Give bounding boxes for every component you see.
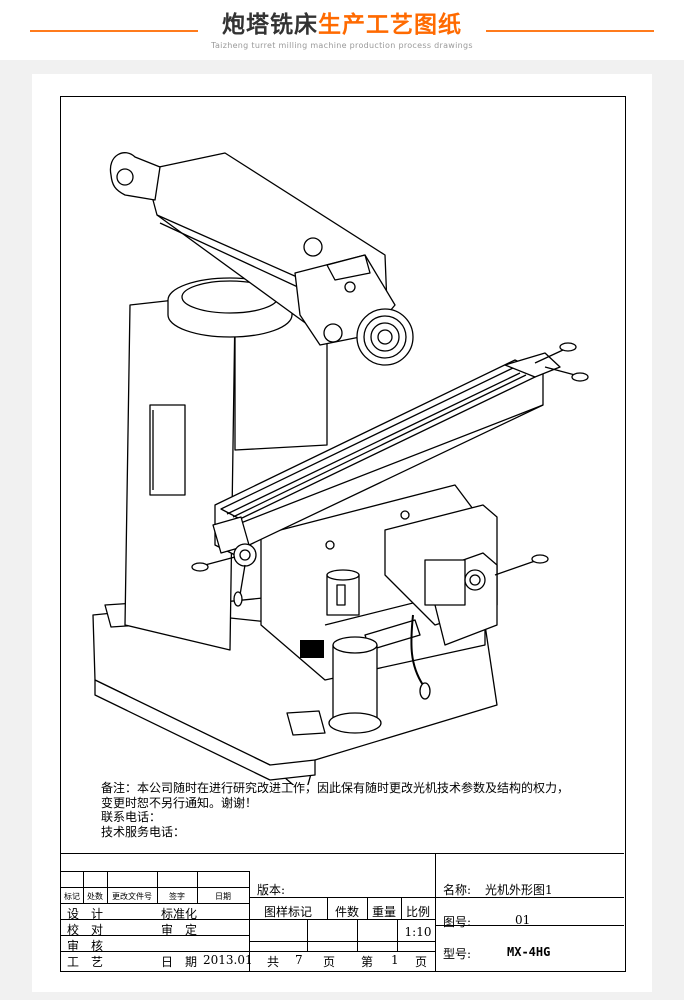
process-label: 工 艺 <box>67 955 104 969</box>
quantity-label: 件数 <box>334 905 359 919</box>
sample-mark-label: 图样标记 <box>263 905 312 919</box>
saddle-box <box>424 559 466 606</box>
column-door <box>149 404 186 496</box>
title-block-grid <box>61 853 624 971</box>
right-divider <box>486 30 654 32</box>
review-label: 审 核 <box>67 939 104 953</box>
page-subtitle: Taizheng turret milling machine producti… <box>211 41 473 50</box>
ram-end <box>109 152 161 201</box>
base-slot-right <box>286 710 326 736</box>
contact-phone-label: 联系电话： <box>101 810 162 824</box>
model-label: 型号: <box>443 947 472 961</box>
change-doc-header: 更改文件号 <box>112 892 152 901</box>
check-label: 校 对 <box>67 923 104 937</box>
date-label: 日 期 <box>161 955 198 969</box>
drawing-frame: 备注：本公司随时在进行研究改进工作，因此保有随时更改光机技术参数及结构的权力， … <box>60 96 626 972</box>
header-title-block: 炮塔铣床生产工艺图纸 Taizheng turret milling machi… <box>0 10 684 50</box>
sheet-page-unit: 页 <box>415 955 428 969</box>
title-block: 标记 处数 更改文件号 签字 日期 设 计 校 对 审 核 工 艺 标准化 审 … <box>61 853 624 971</box>
design-label: 设 计 <box>67 907 104 921</box>
total-page-unit: 页 <box>323 955 336 969</box>
page-title: 炮塔铣床生产工艺图纸 <box>0 10 684 40</box>
model-value: MX-4HG <box>507 945 551 959</box>
date-value: 2013.01 <box>203 953 253 967</box>
left-divider <box>30 30 198 32</box>
table-end-right <box>504 352 561 378</box>
milling-machine-drawing <box>92 152 589 785</box>
sheet-label: 第 <box>361 955 374 969</box>
total-value: 7 <box>295 953 303 967</box>
title-part-1: 炮塔铣床 <box>222 12 318 38</box>
elevating-screw <box>332 644 378 724</box>
mark-header: 标记 <box>64 892 80 901</box>
name-label: 名称: <box>443 883 472 897</box>
places-header: 处数 <box>87 892 103 901</box>
scale-label: 比例 <box>405 905 430 919</box>
approve-label: 审 定 <box>161 923 198 937</box>
knee-crank-handle <box>419 682 431 700</box>
page-header: 炮塔铣床生产工艺图纸 Taizheng turret milling machi… <box>0 0 684 60</box>
signature-header: 签字 <box>169 892 185 901</box>
sheet-value: 1 <box>391 953 399 967</box>
name-value: 光机外形图1 <box>485 883 553 897</box>
version-label: 版本: <box>257 883 286 897</box>
drawing-no-value: 01 <box>515 913 531 927</box>
date-header: 日期 <box>215 892 231 901</box>
notes-block: 备注：本公司随时在进行研究改进工作，因此保有随时更改光机技术参数及结构的权力， … <box>101 781 621 839</box>
drawing-sheet: 备注：本公司随时在进行研究改进工作，因此保有随时更改光机技术参数及结构的权力， … <box>32 74 652 992</box>
standardize-label: 标准化 <box>161 907 198 921</box>
grate-panel <box>300 640 324 658</box>
lock-knob <box>303 237 323 257</box>
service-phone-label: 技术服务电话： <box>101 824 186 839</box>
total-label: 共 <box>267 955 280 969</box>
weight-label: 重量 <box>371 905 396 919</box>
scale-value: 1:10 <box>404 925 432 939</box>
note-line: 变更时恕不另行通知。谢谢！ <box>101 795 258 810</box>
note-line: 备注：本公司随时在进行研究改进工作，因此保有随时更改光机技术参数及结构的权力， <box>101 781 570 795</box>
drawing-no-label: 图号: <box>443 915 472 929</box>
title-part-2: 生产工艺图纸 <box>318 12 462 38</box>
